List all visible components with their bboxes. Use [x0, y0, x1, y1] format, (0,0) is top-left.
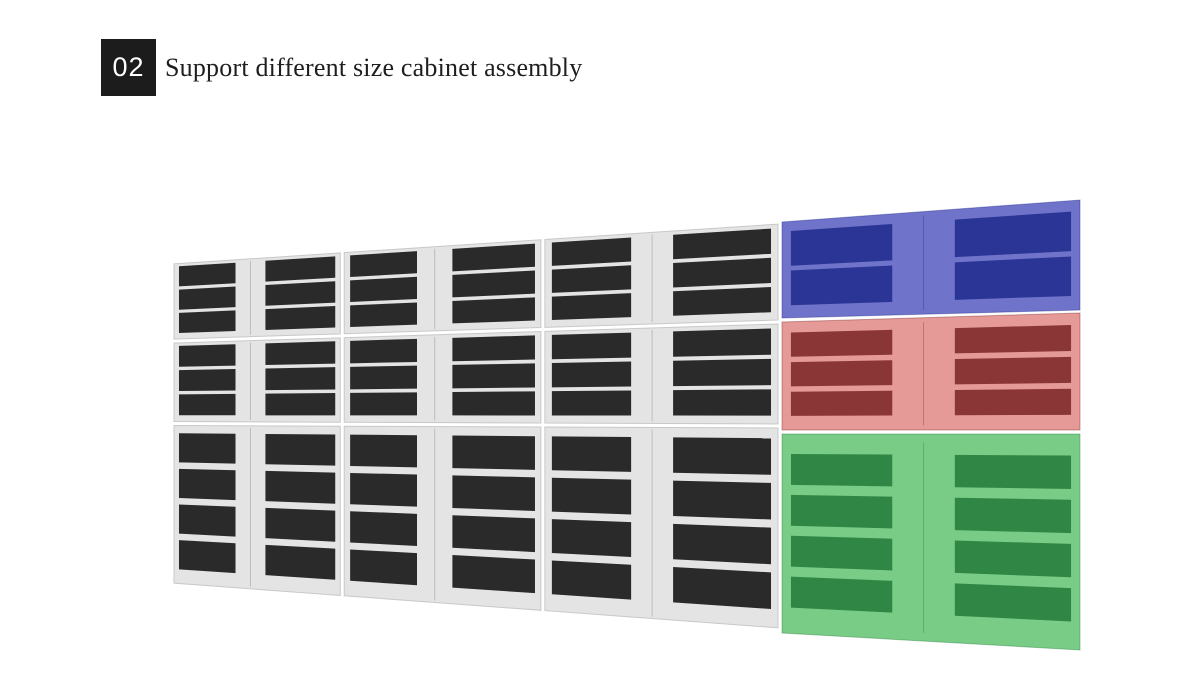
section-number-badge: 02: [101, 39, 156, 96]
gray-cabinet: [343, 330, 542, 424]
green-cabinet: [781, 433, 1081, 651]
gray-cabinet: [544, 223, 779, 328]
gray-cabinet: [343, 239, 542, 335]
gray-cabinet: [173, 337, 341, 423]
gray-cabinet: [173, 252, 341, 340]
gray-cabinet: [343, 425, 542, 611]
section-header: 02 Support different size cabinet assemb…: [101, 39, 582, 96]
section-title: Support different size cabinet assembly: [165, 52, 583, 82]
gray-cabinet: [544, 426, 779, 629]
gray-cabinet: [173, 425, 341, 596]
red-cabinet: [781, 312, 1081, 431]
gray-cabinet: [544, 323, 779, 425]
blue-cabinet: [781, 199, 1081, 319]
